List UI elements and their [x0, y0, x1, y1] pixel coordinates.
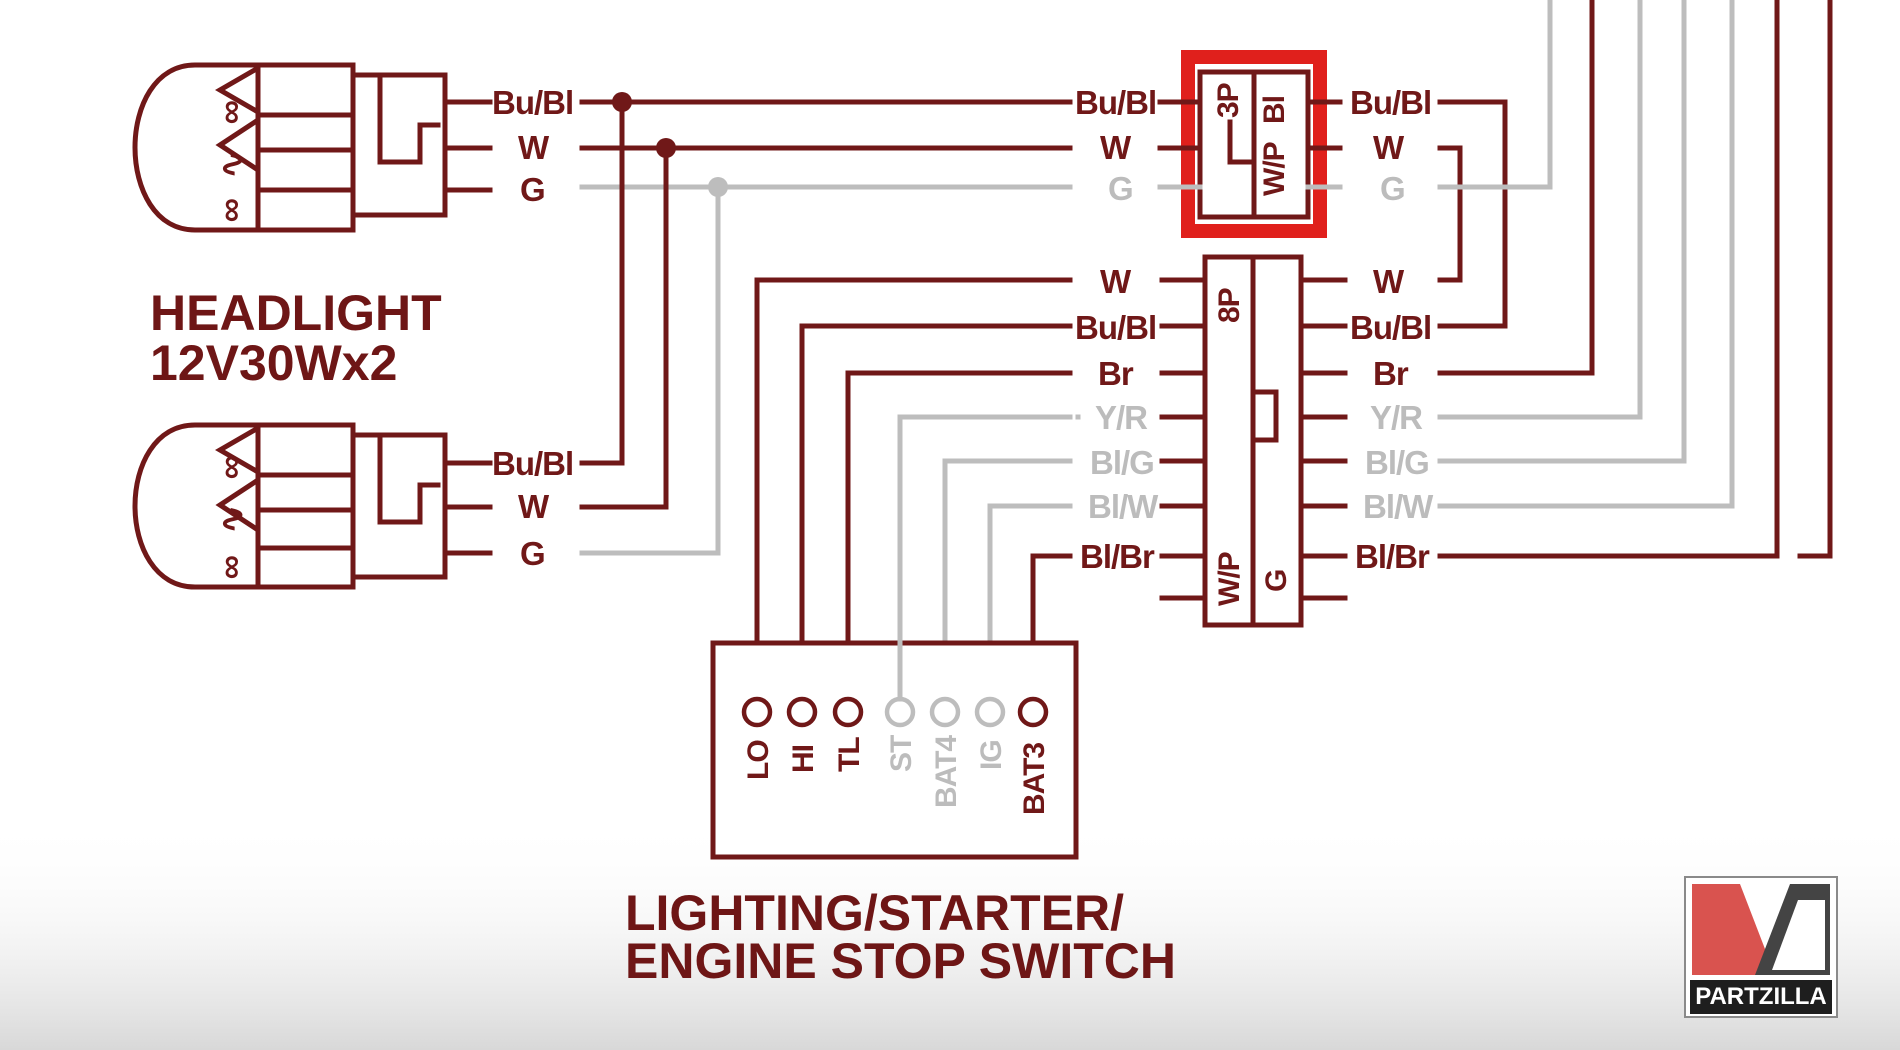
headlight-upper-plug: [350, 72, 448, 218]
terminal-label: BAT4: [930, 735, 963, 808]
junction-dot: [612, 92, 632, 112]
headlight-rating: 12V30Wx2: [150, 335, 398, 391]
headlight-lower-socket: [255, 422, 356, 590]
terminal-tl: [832, 696, 864, 728]
connector-8p-colors-b: G: [1260, 569, 1293, 592]
wire-label: W: [518, 129, 549, 166]
wire-label: W: [1373, 263, 1404, 300]
junction-dot: [708, 177, 728, 197]
headlight-upper-filament-lines: [215, 64, 262, 174]
terminal-label: IG: [975, 740, 1008, 770]
junction-dot: [656, 138, 676, 158]
wire-label: G: [520, 535, 546, 572]
wire-label: W: [1100, 263, 1131, 300]
svg-text:∞: ∞: [214, 455, 252, 479]
switch-title: LIGHTING/STARTER/: [625, 885, 1125, 941]
terminal-label: LO: [742, 740, 775, 780]
headlight-upper-lens: [132, 62, 261, 233]
connector-3p-colors: W/P: [1258, 142, 1291, 196]
terminal-hi: [786, 696, 818, 728]
switch-title-line2: ENGINE STOP SWITCH: [625, 933, 1177, 989]
connector-8p-left-stubs: [1159, 277, 1208, 601]
connector-3p-colors-b: Bl: [1258, 96, 1291, 124]
wire-label: G: [1108, 170, 1134, 207]
wire-label: Bu/Bl: [492, 84, 574, 121]
headlight-upper: ∞ ∿ ∞: [132, 62, 493, 233]
headlight-title: HEADLIGHT: [150, 285, 442, 341]
wire-label: Bl/G: [1365, 444, 1430, 481]
wire-label: W: [518, 488, 549, 525]
wire-label: Bu/Bl: [1350, 84, 1432, 121]
wire-label: Y/R: [1370, 399, 1423, 436]
wire-label: G: [520, 171, 546, 208]
svg-text:∞: ∞: [214, 555, 252, 579]
wires-right-side: [1437, 0, 1833, 559]
connector-8p: [1159, 254, 1348, 628]
connector-8p-right-stubs: [1298, 277, 1348, 601]
wire-label: W: [1100, 129, 1131, 166]
wire-label: Br: [1098, 355, 1134, 392]
svg-text:∿: ∿: [214, 505, 252, 534]
logo-accent-shape: [1692, 884, 1775, 975]
terminal-label: BAT3: [1018, 742, 1051, 815]
wire-label: Bu/Bl: [1075, 309, 1157, 346]
wire-label: Bu/Bl: [492, 445, 574, 482]
terminal-bat3: [1017, 696, 1049, 728]
wire-label: Br: [1373, 355, 1409, 392]
terminal-st: [884, 696, 916, 728]
wire-label: Bl/W: [1363, 488, 1433, 525]
partzilla-logo: [1684, 876, 1838, 1018]
terminal-label: TL: [833, 737, 866, 772]
wire-label: Bl/Br: [1355, 538, 1430, 575]
wire-label: Y/R: [1095, 399, 1148, 436]
svg-text:∞: ∞: [214, 198, 252, 222]
wire-label: G: [1380, 170, 1406, 207]
connector-8p-code: 8P: [1213, 288, 1246, 323]
terminal-bat4: [929, 696, 961, 728]
logo-text: PARTZILLA: [1695, 983, 1827, 1010]
switch-body: [710, 640, 1079, 860]
svg-text:∞: ∞: [214, 100, 252, 124]
wire-label: Bl/Br: [1080, 538, 1155, 575]
terminal-ig: [974, 696, 1006, 728]
wire-label: Bl/G: [1090, 444, 1155, 481]
headlight-lower-plug: [350, 432, 448, 580]
wire-label: Bu/Bl: [1075, 84, 1157, 121]
wire-label: W: [1373, 129, 1404, 166]
terminal-label: ST: [885, 735, 918, 772]
svg-text:∿: ∿: [214, 150, 252, 179]
connector-3p-code: 3P: [1212, 83, 1245, 118]
terminal-label: HI: [787, 745, 820, 773]
wires-headlight-to-3p: [579, 92, 1073, 556]
switch-box: [710, 414, 1079, 860]
connector-3p: [1157, 50, 1343, 238]
wire-label: Bl/W: [1088, 488, 1158, 525]
connector-8p-colors: W/P: [1213, 552, 1246, 606]
terminal-lo: [741, 696, 773, 728]
wire-label: Bu/Bl: [1350, 309, 1432, 346]
headlight-lower: ∞ ∿ ∞: [132, 422, 493, 590]
headlight-lower-lens: [132, 422, 261, 590]
